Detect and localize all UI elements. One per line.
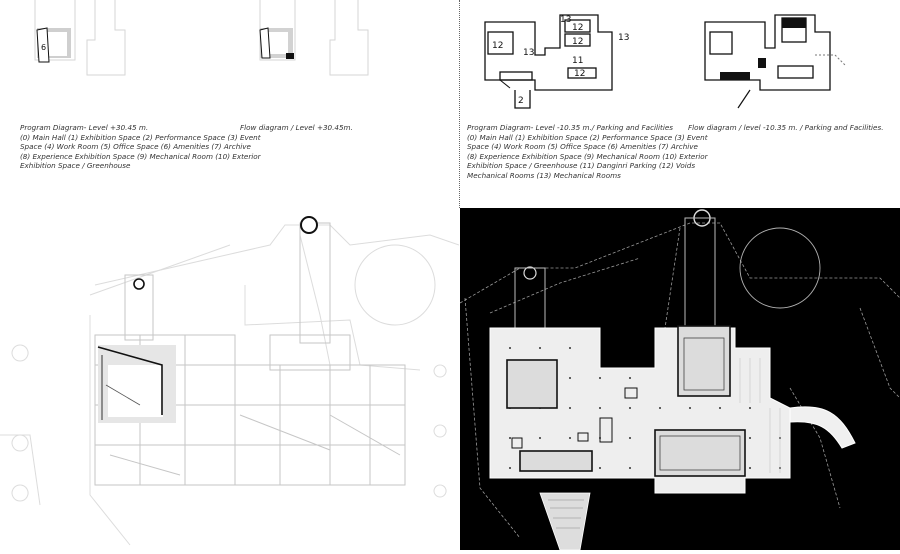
void-label: 12 — [572, 37, 583, 47]
caption-line: (8) Experience Exhibition Space (9) Mech… — [467, 151, 708, 161]
caption-line: Exhibition Space / Greenhouse — [20, 161, 131, 171]
program-diagram-upper: 6 — [34, 0, 126, 76]
mech-label: 13 — [560, 15, 571, 25]
floor-plan-lower-drawing — [459, 209, 900, 551]
program-diagram-lower: 12 12 12 12 13 13 13 11 2 — [484, 14, 629, 109]
floor-plan-upper — [0, 216, 459, 546]
flow-caption-upper: Flow diagram / Level +30.45m. — [240, 123, 353, 133]
program-caption-upper: Program Diagram- Level +30.45 m. (0) Mai… — [20, 123, 261, 171]
void-label: 12 — [572, 23, 583, 33]
caption-title: Program Diagram- Level -10.35 m./ Parkin… — [467, 123, 673, 132]
caption-title: Program Diagram- Level +30.45 m. — [20, 123, 149, 132]
caption-line: Mechanical Rooms (13) Mechanical Rooms — [467, 170, 621, 180]
floor-plan-lower — [459, 208, 900, 551]
mech-label: 13 — [523, 48, 534, 58]
flow-diagram-lower — [704, 14, 846, 109]
caption-title: Flow diagram / level -10.35 m. / Parking… — [688, 123, 884, 132]
caption-line: (0) Main Hall (1) Exhibition Space (2) P… — [20, 132, 261, 142]
amenity-label: 6 — [41, 43, 46, 52]
flow-diagram-upper — [259, 0, 369, 76]
program-caption-lower: Program Diagram- Level -10.35 m./ Parkin… — [467, 123, 708, 181]
mech-label: 13 — [618, 33, 629, 43]
performance-label: 2 — [518, 96, 524, 106]
caption-line: (8) Experience Exhibition Space (9) Mech… — [20, 151, 261, 161]
void-label: 12 — [492, 41, 503, 51]
caption-line: Exhibition Space / Greenhouse (11) Dangi… — [467, 161, 696, 171]
void-label: 12 — [574, 69, 585, 79]
caption-line: Space (4) Work Room (5) Office Space (6)… — [20, 142, 251, 152]
caption-line: Space (4) Work Room (5) Office Space (6)… — [467, 142, 698, 152]
caption-title: Flow diagram / Level +30.45m. — [240, 123, 353, 132]
flow-caption-lower: Flow diagram / level -10.35 m. / Parking… — [688, 123, 884, 133]
caption-line: (0) Main Hall (1) Exhibition Space (2) P… — [467, 132, 708, 142]
panel-divider — [459, 0, 460, 208]
parking-label: 11 — [572, 56, 583, 66]
